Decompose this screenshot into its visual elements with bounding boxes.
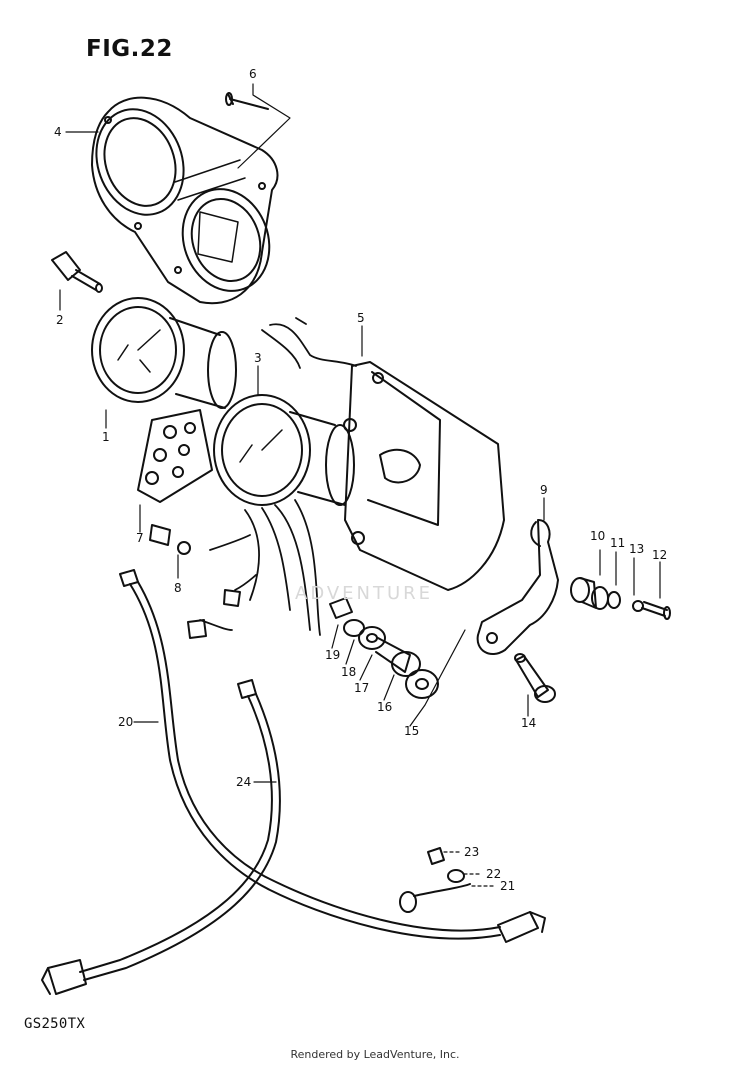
callout-label: 2	[56, 313, 64, 327]
callout-label: 9	[540, 483, 548, 497]
callout-label: 12	[652, 548, 668, 562]
credit-line: Rendered by LeadVenture, Inc.	[290, 1048, 460, 1061]
mounting-hardware-stack	[329, 597, 439, 699]
callout-label: 11	[610, 536, 626, 550]
callout-label: 10	[590, 529, 606, 543]
callout-label: 24	[236, 775, 252, 789]
meter-bracket-part	[343, 361, 505, 591]
callout-label: 21	[500, 879, 516, 893]
callout-label: 1	[102, 430, 110, 444]
callout-label: 14	[521, 716, 537, 730]
mounting-plate-part	[476, 519, 559, 655]
callout-label: 4	[54, 125, 62, 139]
tachometer-cable-part	[41, 679, 281, 995]
callout-label: 19	[325, 648, 341, 662]
figure-title: FIG.22	[86, 36, 173, 62]
speedometer-cable-part	[119, 569, 546, 943]
callout-label: 15	[404, 724, 420, 738]
cap-assembly-parts	[399, 847, 471, 913]
callout-label: 18	[341, 665, 357, 679]
model-code: GS250TX	[24, 1016, 86, 1032]
callout-label: 3	[254, 351, 262, 365]
bolt-part	[514, 653, 556, 703]
wiring-sockets	[187, 589, 241, 639]
callout-label: 17	[354, 681, 370, 695]
callout-leader-lines	[59, 83, 661, 887]
callout-label: 16	[377, 700, 393, 714]
speedometer-part	[213, 394, 355, 506]
bulb-socket-part	[51, 251, 103, 293]
callout-label: 13	[629, 542, 645, 556]
wiring-harness	[199, 317, 357, 636]
bulb-part	[149, 524, 191, 555]
watermark: ADVENTURE	[295, 583, 434, 604]
callout-label: 6	[249, 67, 257, 81]
screw-part	[225, 92, 269, 110]
tachometer-part	[91, 297, 237, 409]
callout-label: 22	[486, 867, 502, 881]
callout-label: 8	[174, 581, 182, 595]
indicator-housing-part	[137, 409, 213, 503]
callout-label: 5	[357, 311, 365, 325]
callout-label: 20	[118, 715, 134, 729]
damper-bolt-set	[570, 577, 671, 620]
meter-case-part	[91, 96, 279, 305]
callout-label: 23	[464, 845, 480, 859]
callout-label: 7	[136, 531, 144, 545]
